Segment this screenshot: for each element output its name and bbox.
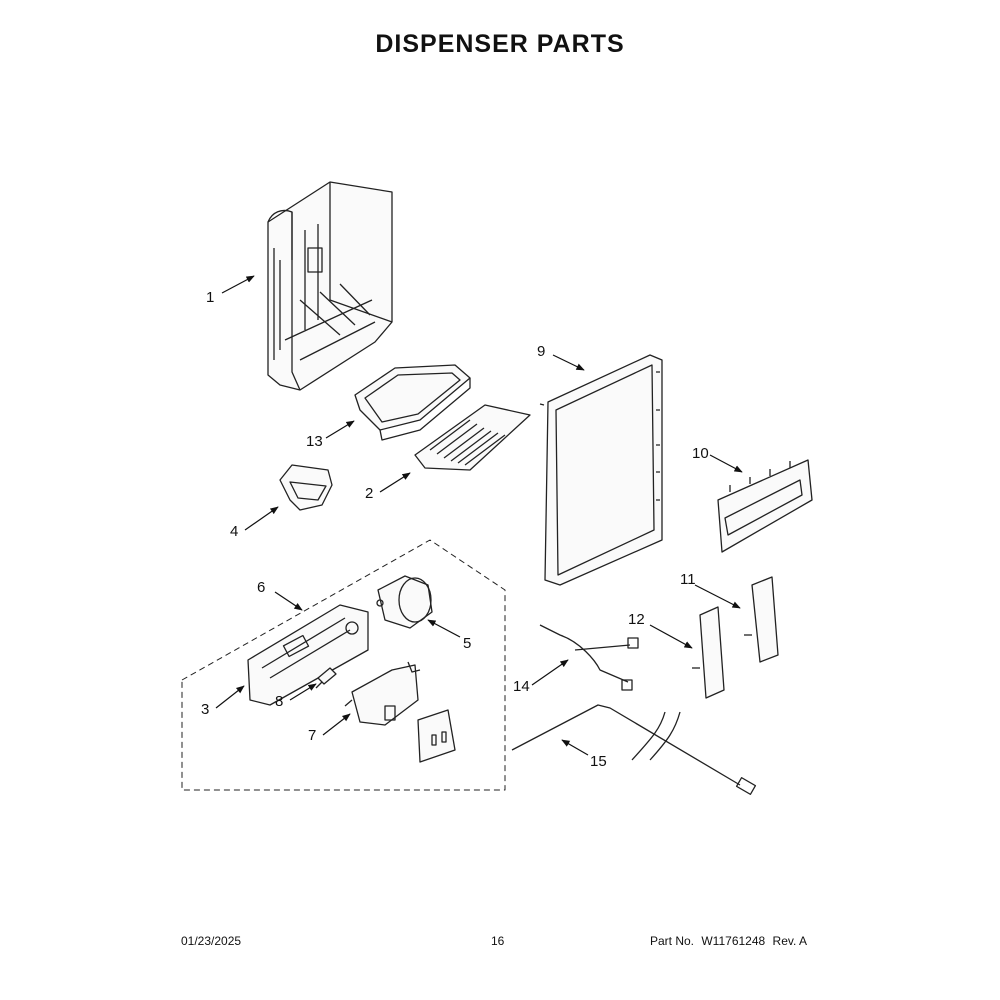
- callout-2: 2: [365, 485, 373, 502]
- callout-11: 11: [680, 571, 696, 588]
- footer-date: 01/23/2025: [181, 934, 242, 948]
- part-11-paddle: [744, 576, 779, 663]
- callout-1: 1: [206, 289, 214, 306]
- callout-5: 5: [463, 635, 471, 652]
- footer-part-number: Part No. W11761248 Rev. A: [650, 934, 811, 948]
- page-title: DISPENSER PARTS: [375, 30, 625, 58]
- callout-6: 6: [257, 579, 265, 596]
- part-number-label: Part No.: [650, 934, 695, 948]
- callout-8: 8: [275, 693, 283, 710]
- revision: Rev. A: [772, 934, 807, 948]
- part-7-solenoid: [344, 661, 456, 763]
- part-2-drip-grille: [414, 404, 531, 471]
- callout-7: 7: [308, 727, 316, 744]
- callout-10: 10: [692, 445, 709, 462]
- part-number-value: W11761248: [701, 934, 766, 948]
- part-13-drip-tray: [354, 364, 471, 441]
- callout-4: 4: [230, 523, 238, 540]
- part-8-screw: [315, 667, 337, 689]
- part-12-paddle: [692, 606, 725, 699]
- callout-15: 15: [590, 753, 607, 770]
- callout-9: 9: [537, 343, 545, 360]
- part-1-dispenser-housing: [267, 181, 393, 391]
- part-10-control-panel: [717, 459, 813, 553]
- callout-13: 13: [306, 433, 323, 450]
- part-4-ice-guide: [279, 464, 333, 511]
- part-14-wire-harness: [539, 624, 639, 691]
- callout-14: 14: [513, 678, 530, 695]
- callout-12: 12: [628, 611, 645, 628]
- footer-page-number: 16: [491, 934, 505, 948]
- part-5-motor: [376, 575, 433, 629]
- part-15-tube: [511, 704, 757, 795]
- callout-3: 3: [201, 701, 209, 718]
- part-3-actuator-plate: [247, 604, 369, 706]
- part-9-frame: [539, 354, 663, 586]
